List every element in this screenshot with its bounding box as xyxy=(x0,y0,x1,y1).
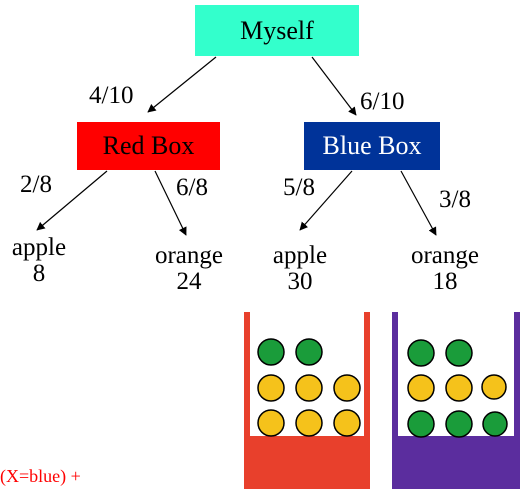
red-fruit-box xyxy=(244,312,370,489)
leaf-fruit-label: orange xyxy=(154,242,224,269)
edge-root-to-blue xyxy=(311,56,357,116)
leaf-count: 24 xyxy=(176,268,202,295)
edge-root-to-red xyxy=(147,56,217,113)
leaf-fruit-label: apple xyxy=(272,242,328,269)
leaf-blue-orange: orange 18 xyxy=(400,243,490,295)
formula-fragment: (X=blue) + xyxy=(0,466,81,486)
leaf-blue-apple: apple 30 xyxy=(263,243,337,295)
edge-label-red-to-apple: 2/8 xyxy=(20,171,52,198)
edge-label-red-to-orange: 6/8 xyxy=(176,174,208,201)
edge-label-root-to-blue: 6/10 xyxy=(360,88,405,115)
blue-box-node: Blue Box xyxy=(304,122,440,170)
leaf-count: 30 xyxy=(287,268,313,295)
edge-blue-to-orange xyxy=(400,170,437,236)
leaf-red-orange: orange 24 xyxy=(144,243,234,295)
leaf-count: 18 xyxy=(432,268,458,295)
edge-label-root-to-red: 4/10 xyxy=(89,82,134,109)
root-node-myself: Myself xyxy=(195,5,359,56)
edge-red-to-orange xyxy=(154,170,187,236)
edge-label-blue-to-orange: 3/8 xyxy=(439,186,471,213)
blue-fruit-box xyxy=(392,312,520,489)
leaf-count: 8 xyxy=(32,260,46,287)
leaf-fruit-label: apple xyxy=(11,234,67,261)
edge-blue-to-apple xyxy=(299,170,353,231)
red-box-node: Red Box xyxy=(77,122,220,170)
edge-label-blue-to-apple: 5/8 xyxy=(283,174,315,201)
edge-red-to-apple xyxy=(36,170,108,231)
leaf-red-apple: apple 8 xyxy=(4,235,74,287)
leaf-fruit-label: orange xyxy=(410,242,480,269)
